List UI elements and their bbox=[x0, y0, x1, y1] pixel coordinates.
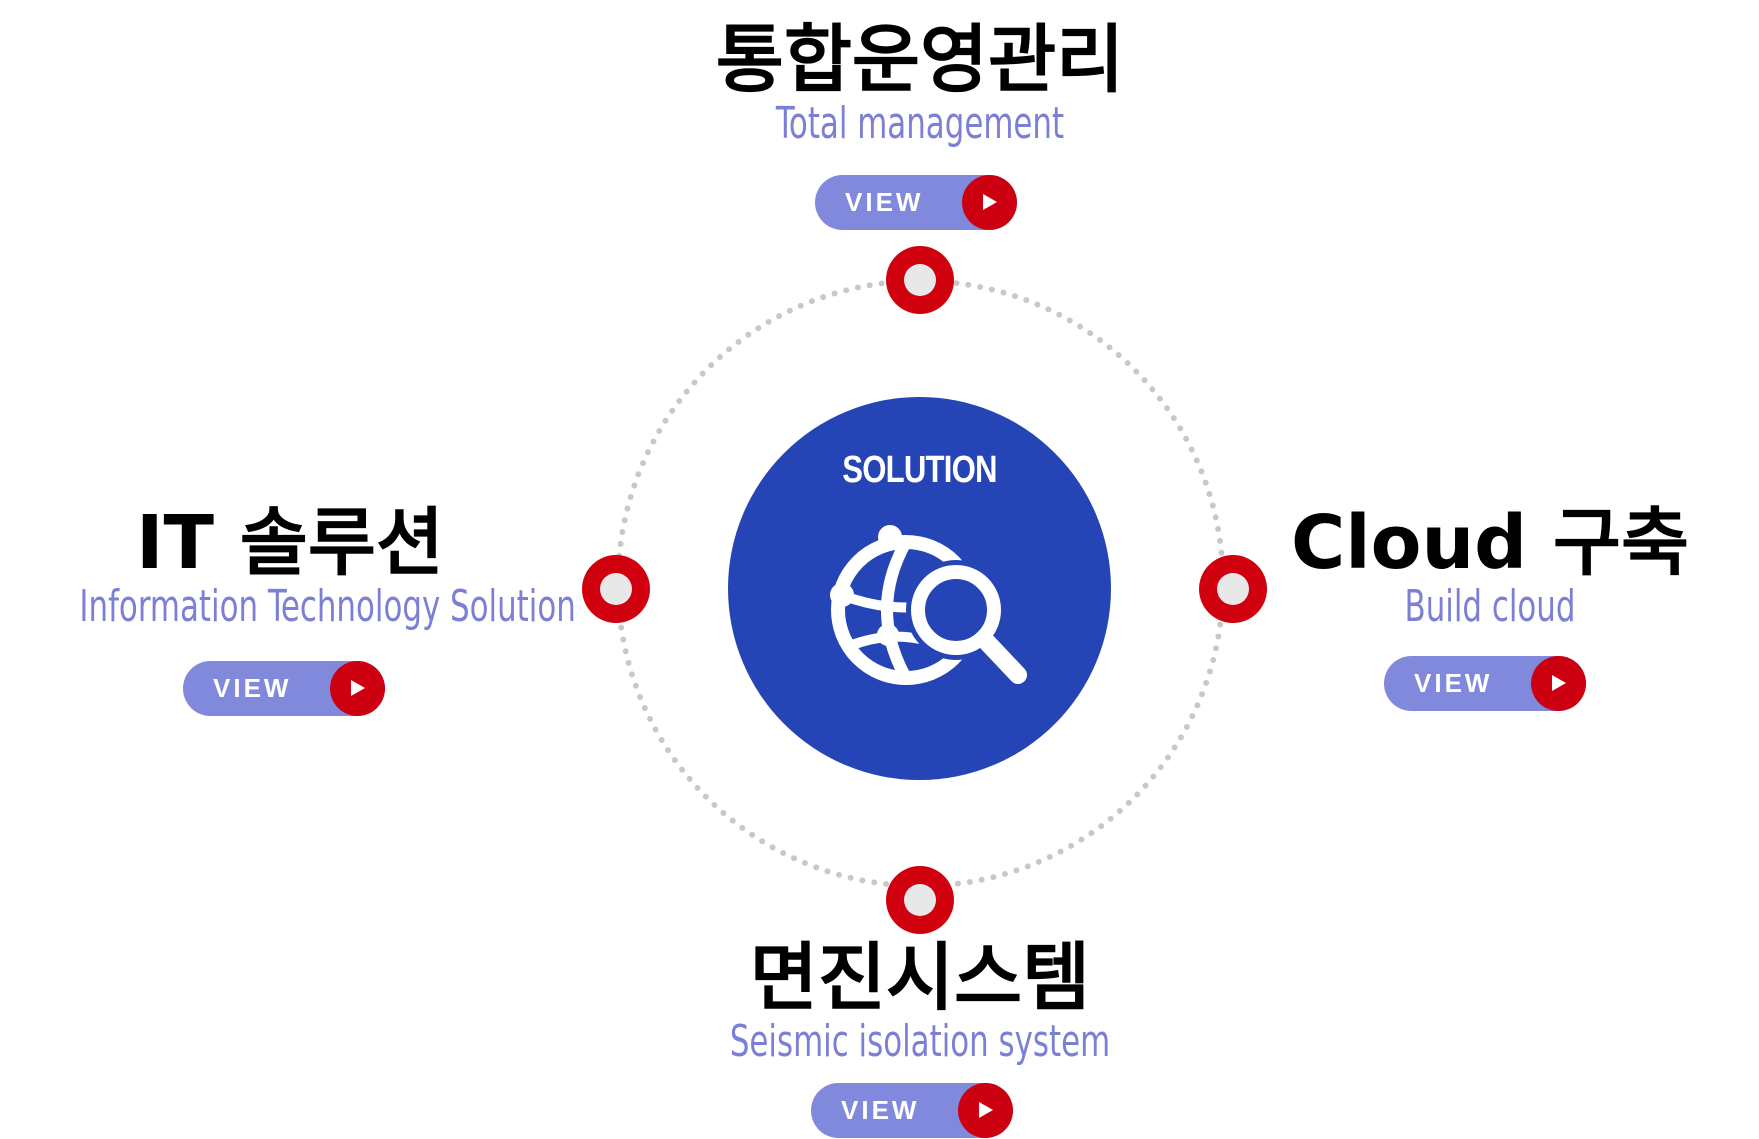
node-right[interactable] bbox=[1199, 555, 1267, 623]
view-label: VIEW bbox=[1414, 668, 1493, 698]
item-title: IT 솔루션 bbox=[135, 500, 444, 586]
item-subtitle: Seismic isolation system bbox=[729, 1015, 1111, 1067]
view-button-total-management[interactable]: VIEW bbox=[815, 175, 1017, 230]
play-icon bbox=[958, 1083, 1013, 1138]
item-subtitle: Build cloud bbox=[1404, 580, 1576, 632]
item-build-cloud: Cloud 구축 Build cloud bbox=[1290, 500, 1690, 632]
item-subtitle: Total management bbox=[775, 97, 1065, 149]
node-bottom[interactable] bbox=[886, 866, 954, 934]
item-it-solution: IT 솔루션 Information Technology Solution bbox=[20, 500, 576, 632]
view-label: VIEW bbox=[841, 1095, 920, 1125]
node-left[interactable] bbox=[582, 555, 650, 623]
center-hub: SOLUTION bbox=[728, 397, 1111, 780]
node-top[interactable] bbox=[886, 246, 954, 314]
view-button-seismic-isolation[interactable]: VIEW bbox=[811, 1083, 1013, 1138]
item-total-management: 통합운영관리 Total management bbox=[620, 17, 1220, 149]
view-button-it-solution[interactable]: VIEW bbox=[183, 661, 385, 716]
view-button-build-cloud[interactable]: VIEW bbox=[1384, 656, 1586, 711]
item-seismic-isolation: 면진시스템 Seismic isolation system bbox=[620, 935, 1220, 1067]
item-subtitle: Information Technology Solution bbox=[79, 580, 576, 632]
item-title: 통합운영관리 bbox=[715, 17, 1125, 103]
globe-search-icon bbox=[830, 525, 1027, 685]
play-icon bbox=[1531, 656, 1586, 711]
hub-title: SOLUTION bbox=[842, 449, 997, 491]
view-label: VIEW bbox=[845, 187, 924, 217]
view-label: VIEW bbox=[213, 673, 292, 703]
item-title: 면진시스템 bbox=[749, 935, 1091, 1021]
play-icon bbox=[962, 175, 1017, 230]
play-icon bbox=[330, 661, 385, 716]
item-title: Cloud 구축 bbox=[1290, 500, 1690, 586]
